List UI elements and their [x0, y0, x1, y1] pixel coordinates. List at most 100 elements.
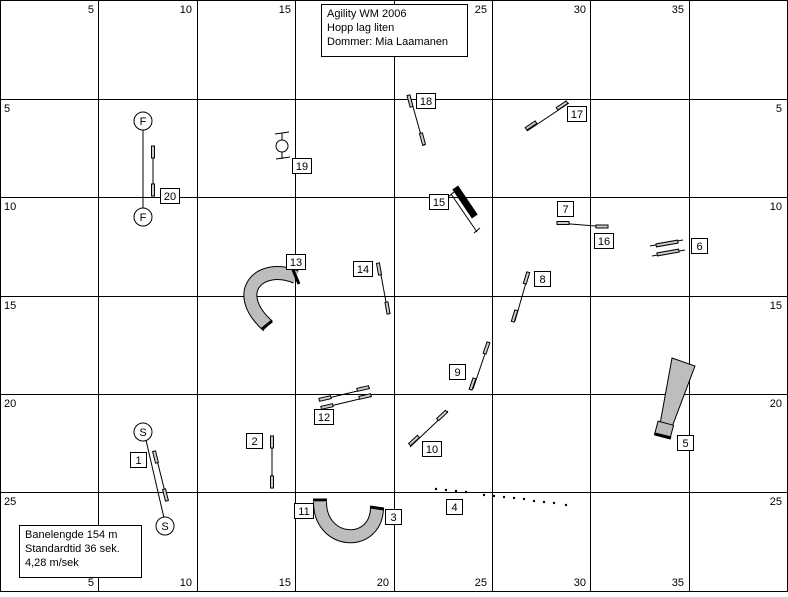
svg-text:1: 1 — [135, 455, 141, 467]
top-label: 10 — [180, 4, 192, 16]
obstacle-12-spread-jump — [318, 385, 373, 410]
obstacle-2-jump — [270, 435, 274, 489]
right-label: 5 — [776, 103, 782, 115]
label-13: 13 — [286, 254, 306, 270]
right-label: 25 — [770, 496, 782, 508]
event-name: Agility WM 2006 — [327, 8, 407, 20]
finish-line: F F — [133, 111, 153, 227]
label-11: 11 — [294, 503, 314, 519]
bottom-label: 25 — [475, 577, 487, 589]
course-title-box: Agility WM 2006 Hopp lag liten Dommer: M… — [321, 4, 468, 57]
top-label: 15 — [279, 4, 291, 16]
label-16: 16 — [594, 233, 614, 249]
obstacle-18-jump — [406, 94, 427, 147]
obstacle-5-chute — [653, 357, 696, 440]
top-label: 30 — [574, 4, 586, 16]
standard-time: Standardtid 36 sek. — [25, 543, 120, 555]
svg-text:20: 20 — [164, 191, 176, 203]
label-17: 17 — [567, 106, 587, 122]
obstacle-1-jump — [151, 450, 170, 502]
bottom-label: 20 — [377, 577, 389, 589]
right-label: 10 — [770, 201, 782, 213]
class-name: Hopp lag liten — [327, 22, 395, 34]
label-7: 7 — [557, 201, 574, 217]
svg-text:12: 12 — [318, 412, 330, 424]
obstacle-10-jump — [407, 409, 449, 448]
label-6: 6 — [691, 238, 708, 254]
course-info-box: Banelengde 154 m Standardtid 36 sek. 4,2… — [19, 525, 142, 578]
obstacle-16-jump — [556, 221, 609, 229]
label-19: 19 — [292, 158, 312, 174]
obstacle-3-tunnel — [313, 498, 385, 544]
left-label: 20 — [4, 398, 16, 410]
svg-text:13: 13 — [290, 257, 302, 269]
start-line: S S — [133, 422, 175, 536]
label-20: 20 — [160, 188, 180, 204]
svg-text:14: 14 — [357, 264, 369, 276]
svg-text:10: 10 — [426, 444, 438, 456]
svg-text:8: 8 — [539, 274, 545, 286]
finish-marker: F — [140, 212, 147, 224]
svg-text:2: 2 — [251, 436, 257, 448]
finish-marker: F — [140, 116, 147, 128]
left-label: 10 — [4, 201, 16, 213]
svg-text:16: 16 — [598, 236, 610, 248]
obstacle-14-jump — [375, 262, 391, 315]
svg-text:5: 5 — [682, 438, 688, 450]
bottom-label: 15 — [279, 577, 291, 589]
left-label: 25 — [4, 496, 16, 508]
svg-text:17: 17 — [571, 109, 583, 121]
obstacle-19-tire — [274, 131, 291, 160]
grid-labels: 5 10 15 20 25 30 35 5 10 15 20 25 30 35 … — [4, 4, 782, 589]
obstacle-15-weave-poles — [447, 185, 481, 234]
speed: 4,28 m/sek — [25, 557, 79, 569]
label-3: 3 — [385, 509, 402, 525]
label-1: 1 — [130, 452, 147, 468]
svg-text:19: 19 — [296, 161, 308, 173]
top-label: 35 — [672, 4, 684, 16]
left-label: 15 — [4, 300, 16, 312]
bottom-label: 35 — [672, 577, 684, 589]
label-4: 4 — [446, 499, 463, 515]
start-marker: S — [161, 521, 168, 533]
obstacle-9-jump — [468, 341, 491, 391]
left-label: 5 — [4, 103, 10, 115]
label-10: 10 — [422, 441, 442, 457]
obstacle-13-tunnel — [243, 266, 301, 332]
svg-text:18: 18 — [420, 96, 432, 108]
label-2: 2 — [246, 433, 263, 449]
label-12: 12 — [314, 409, 334, 425]
label-5: 5 — [677, 435, 694, 451]
label-14: 14 — [353, 261, 373, 277]
obstacle-20-jump — [151, 145, 155, 197]
start-marker: S — [139, 427, 146, 439]
label-9: 9 — [449, 364, 466, 380]
svg-text:9: 9 — [454, 367, 460, 379]
svg-text:4: 4 — [451, 502, 457, 514]
bottom-label: 5 — [88, 577, 94, 589]
svg-text:11: 11 — [298, 506, 309, 518]
top-label: 5 — [88, 4, 94, 16]
label-18: 18 — [416, 93, 436, 109]
top-label: 25 — [475, 4, 487, 16]
obstacle-6-spread-jump — [649, 239, 686, 257]
right-label: 15 — [770, 300, 782, 312]
label-8: 8 — [534, 271, 551, 287]
right-label: 20 — [770, 398, 782, 410]
bottom-label: 10 — [180, 577, 192, 589]
bottom-label: 30 — [574, 577, 586, 589]
svg-text:3: 3 — [390, 512, 396, 524]
obstacle-8-jump — [510, 271, 531, 323]
judge-name: Dommer: Mia Laamanen — [327, 36, 449, 48]
label-15: 15 — [429, 194, 449, 210]
obstacle-labels: 1 2 3 4 5 6 7 8 9 10 11 12 13 14 15 16 1… — [130, 93, 708, 525]
svg-text:6: 6 — [696, 241, 702, 253]
course-length: Banelengde 154 m — [25, 529, 118, 541]
svg-text:7: 7 — [562, 204, 568, 216]
svg-text:15: 15 — [433, 197, 445, 209]
obstacle-17-jump — [524, 100, 570, 132]
obstacle-4-line — [434, 487, 568, 507]
